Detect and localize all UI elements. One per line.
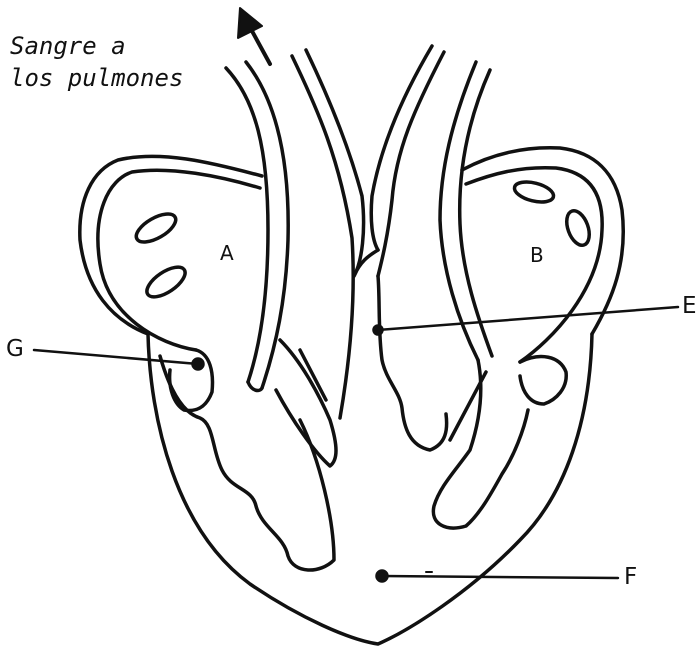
- heart-outer-wall: [148, 334, 592, 644]
- leader-dot-e: [374, 326, 382, 334]
- left-atrium-inner: [98, 170, 260, 350]
- left-atrium-oval-1: [132, 208, 180, 247]
- right-atrium-oval-2: [562, 208, 593, 249]
- leader-line-f: [382, 576, 618, 578]
- leader-line-e: [378, 307, 678, 330]
- left-atrium-oval-2: [142, 261, 190, 302]
- label-b: B: [530, 245, 544, 265]
- left-ventricle-wall: [160, 356, 334, 570]
- caption-line-1: Sangre a: [10, 32, 126, 60]
- vessel-left-outer: [226, 68, 268, 382]
- leader-line-g: [34, 350, 198, 364]
- leader-dot-f: [377, 571, 387, 581]
- label-f: F: [624, 566, 637, 589]
- septum-wall: [378, 276, 447, 450]
- label-a: A: [220, 243, 234, 263]
- right-valve-leaflet: [520, 357, 566, 404]
- left-valve-leaflet: [170, 350, 213, 410]
- left-valve-band: [300, 350, 326, 400]
- label-e: E: [682, 295, 697, 318]
- vessel-left-tip: [248, 382, 262, 390]
- left-atrium-outer: [80, 156, 262, 334]
- label-g: G: [6, 338, 24, 361]
- vessel-right-inner: [460, 70, 492, 356]
- leader-dot-g: [193, 359, 203, 369]
- arrow-to-lungs-icon: [238, 8, 270, 64]
- caption-line-2: los pulmones: [10, 64, 183, 92]
- right-atrium-oval-1: [512, 178, 555, 205]
